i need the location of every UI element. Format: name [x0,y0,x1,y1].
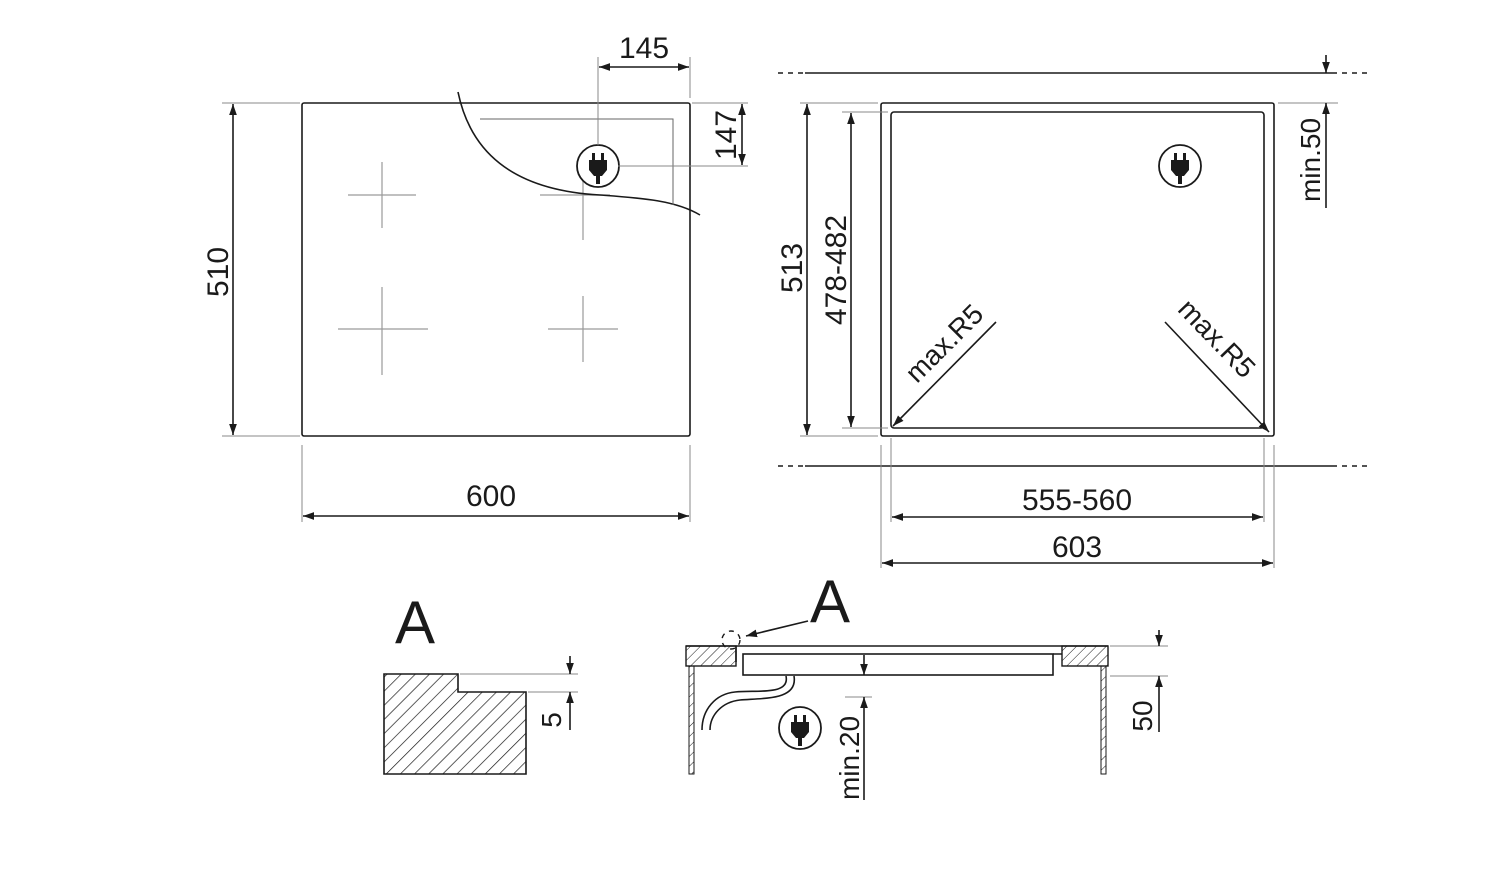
detail-label: A [395,589,435,656]
dim-worktop: 50 [1127,700,1158,731]
cutout-outline [890,111,1265,429]
cutout-view: 513 478-482 555-560 603 min.50 max.R5 ma… [776,55,1370,568]
plug-icon [576,144,620,188]
hatched-profile [383,673,527,775]
worktop-right [1061,645,1109,667]
cabinet-side-left [688,665,695,775]
dim-step: 5 [536,712,567,728]
hob-outline [301,102,691,437]
dim-wall-clearance: min.50 [1295,118,1326,202]
section-label: A [810,568,850,635]
cable-curve [457,91,701,216]
dim-width: 600 [466,480,516,513]
top-view: 510 600 145 147 [202,32,748,522]
dim-inner-width: 555-560 [1022,484,1132,517]
power-cable [701,675,787,731]
dim-plug-y: 147 [710,110,743,160]
plug-icon [778,706,822,750]
cooking-zone-marks [338,162,618,375]
worktop-left [685,645,737,667]
dim-outer-width: 603 [1052,531,1102,564]
hob-outer-outline [880,102,1275,437]
dim-inner-depth: 478-482 [820,215,853,325]
cabinet-side-right [1100,665,1107,775]
dim-depth: 510 [202,247,235,297]
dim-outer-depth: 513 [776,243,809,293]
radius-right-label: max.R5 [1172,293,1261,384]
inner-outline [480,118,674,205]
plug-icon [1158,144,1202,188]
detail-a: A 5 [383,589,578,775]
section-view: A min.20 50 [685,568,1168,800]
dim-plug-x: 145 [619,32,669,65]
dim-below: min.20 [834,716,865,800]
hob-body [742,653,1054,676]
